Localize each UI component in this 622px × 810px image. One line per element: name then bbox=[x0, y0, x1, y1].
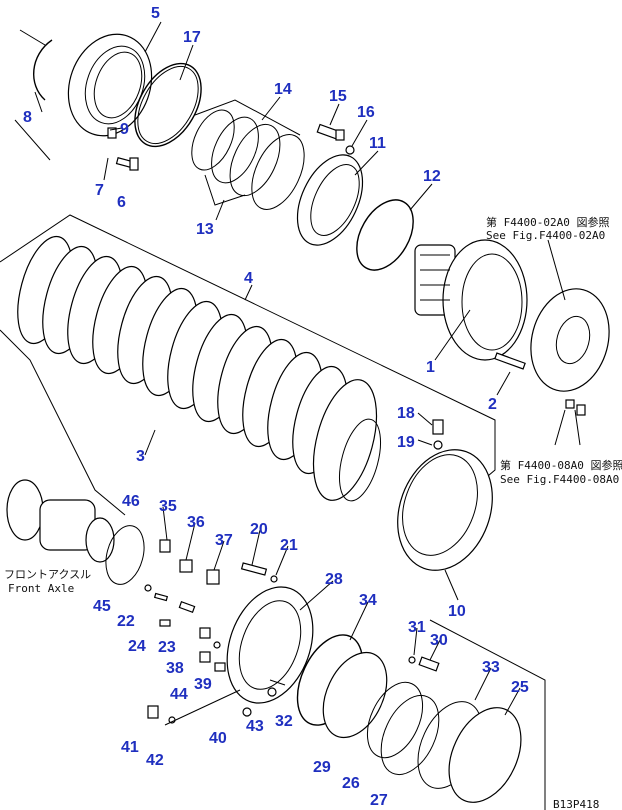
callout-16: 16 bbox=[357, 104, 375, 121]
callout-41: 41 bbox=[121, 739, 139, 756]
housing-28 bbox=[226, 586, 314, 704]
axle-label-en: Front Axle bbox=[8, 582, 74, 595]
bolt-6-and-washer-7 bbox=[107, 127, 139, 171]
callout-32: 32 bbox=[275, 713, 293, 730]
callout-10: 10 bbox=[448, 603, 466, 620]
callout-21: 21 bbox=[280, 537, 298, 554]
callout-30: 30 bbox=[430, 632, 448, 649]
front-axle bbox=[6, 479, 115, 563]
callout-11: 11 bbox=[369, 135, 386, 152]
callout-1: 1 bbox=[426, 359, 435, 376]
callout-7: 7 bbox=[95, 182, 104, 199]
callout-18: 18 bbox=[397, 405, 415, 422]
hub-flange-ref bbox=[530, 239, 610, 446]
hub-1 bbox=[414, 239, 528, 361]
drum-10 bbox=[397, 419, 493, 571]
retainer-5 bbox=[67, 33, 153, 137]
callout-22: 22 bbox=[117, 613, 135, 630]
callout-2: 2 bbox=[488, 396, 497, 413]
o-ring-46 bbox=[105, 525, 145, 585]
ref-mid-jp: 第 F4400-08A0 図参照 bbox=[500, 458, 622, 472]
callout-43: 43 bbox=[246, 718, 264, 735]
reference-notes: 第 F4400-02A0 図参照 See Fig.F4400-02A0 第 F4… bbox=[4, 215, 622, 810]
bolt-30-washer-31 bbox=[408, 656, 440, 672]
callout-29: 29 bbox=[313, 759, 331, 776]
callout-8: 8 bbox=[23, 109, 32, 126]
callout-27: 27 bbox=[370, 792, 388, 809]
ring-17 bbox=[134, 62, 202, 148]
snap-ring-12 bbox=[356, 199, 414, 271]
callout-34: 34 bbox=[359, 592, 377, 609]
callout-17: 17 bbox=[183, 29, 201, 46]
axle-label-jp: フロントアクスル bbox=[4, 568, 91, 581]
leader-lines bbox=[34, 21, 521, 716]
callout-23: 23 bbox=[158, 639, 176, 656]
ref-mid-en: See Fig.F4400-08A0 bbox=[500, 473, 619, 486]
rings-26-27 bbox=[366, 681, 440, 776]
callout-36: 36 bbox=[187, 514, 205, 531]
bolt-15-washer-16 bbox=[316, 123, 355, 155]
callouts: 5 17 14 15 16 11 12 8 9 7 6 13 4 1 2 3 1… bbox=[23, 5, 529, 809]
callout-3: 3 bbox=[136, 448, 145, 465]
ref-top-jp: 第 F4400-02A0 図参照 bbox=[486, 215, 609, 229]
callout-12: 12 bbox=[423, 168, 441, 185]
callout-46: 46 bbox=[122, 493, 140, 510]
ref-top-en: See Fig.F4400-02A0 bbox=[486, 229, 605, 242]
callout-44: 44 bbox=[170, 686, 188, 703]
callout-31: 31 bbox=[408, 619, 426, 636]
callout-19: 19 bbox=[397, 434, 415, 451]
callout-24: 24 bbox=[128, 638, 146, 655]
bolt-2 bbox=[494, 352, 526, 370]
callout-39: 39 bbox=[194, 676, 212, 693]
callout-6: 6 bbox=[117, 194, 126, 211]
callout-40: 40 bbox=[209, 730, 227, 747]
callout-28: 28 bbox=[325, 571, 343, 588]
callout-14: 14 bbox=[274, 81, 292, 98]
callout-9: 9 bbox=[120, 121, 129, 138]
callout-42: 42 bbox=[146, 752, 164, 769]
callout-26: 26 bbox=[342, 775, 360, 792]
callout-15: 15 bbox=[329, 88, 347, 105]
callout-13: 13 bbox=[196, 221, 214, 238]
small-parts-lower bbox=[144, 584, 286, 726]
drawing-code: B13P418 bbox=[553, 798, 599, 810]
callout-38: 38 bbox=[166, 660, 184, 677]
callout-35: 35 bbox=[159, 498, 177, 515]
retainer-25-seal-33 bbox=[417, 619, 546, 810]
snap-ring-8 bbox=[14, 29, 53, 161]
callout-45: 45 bbox=[93, 598, 111, 615]
callout-37: 37 bbox=[215, 532, 233, 549]
retainer-11 bbox=[296, 154, 364, 246]
callout-33: 33 bbox=[482, 659, 500, 676]
seal-rings-13-14 bbox=[191, 99, 305, 210]
clutch-plates-3-4 bbox=[0, 214, 496, 526]
callout-4: 4 bbox=[244, 270, 253, 287]
callout-20: 20 bbox=[250, 521, 268, 538]
callout-5: 5 bbox=[151, 5, 160, 22]
callout-25: 25 bbox=[511, 679, 529, 696]
